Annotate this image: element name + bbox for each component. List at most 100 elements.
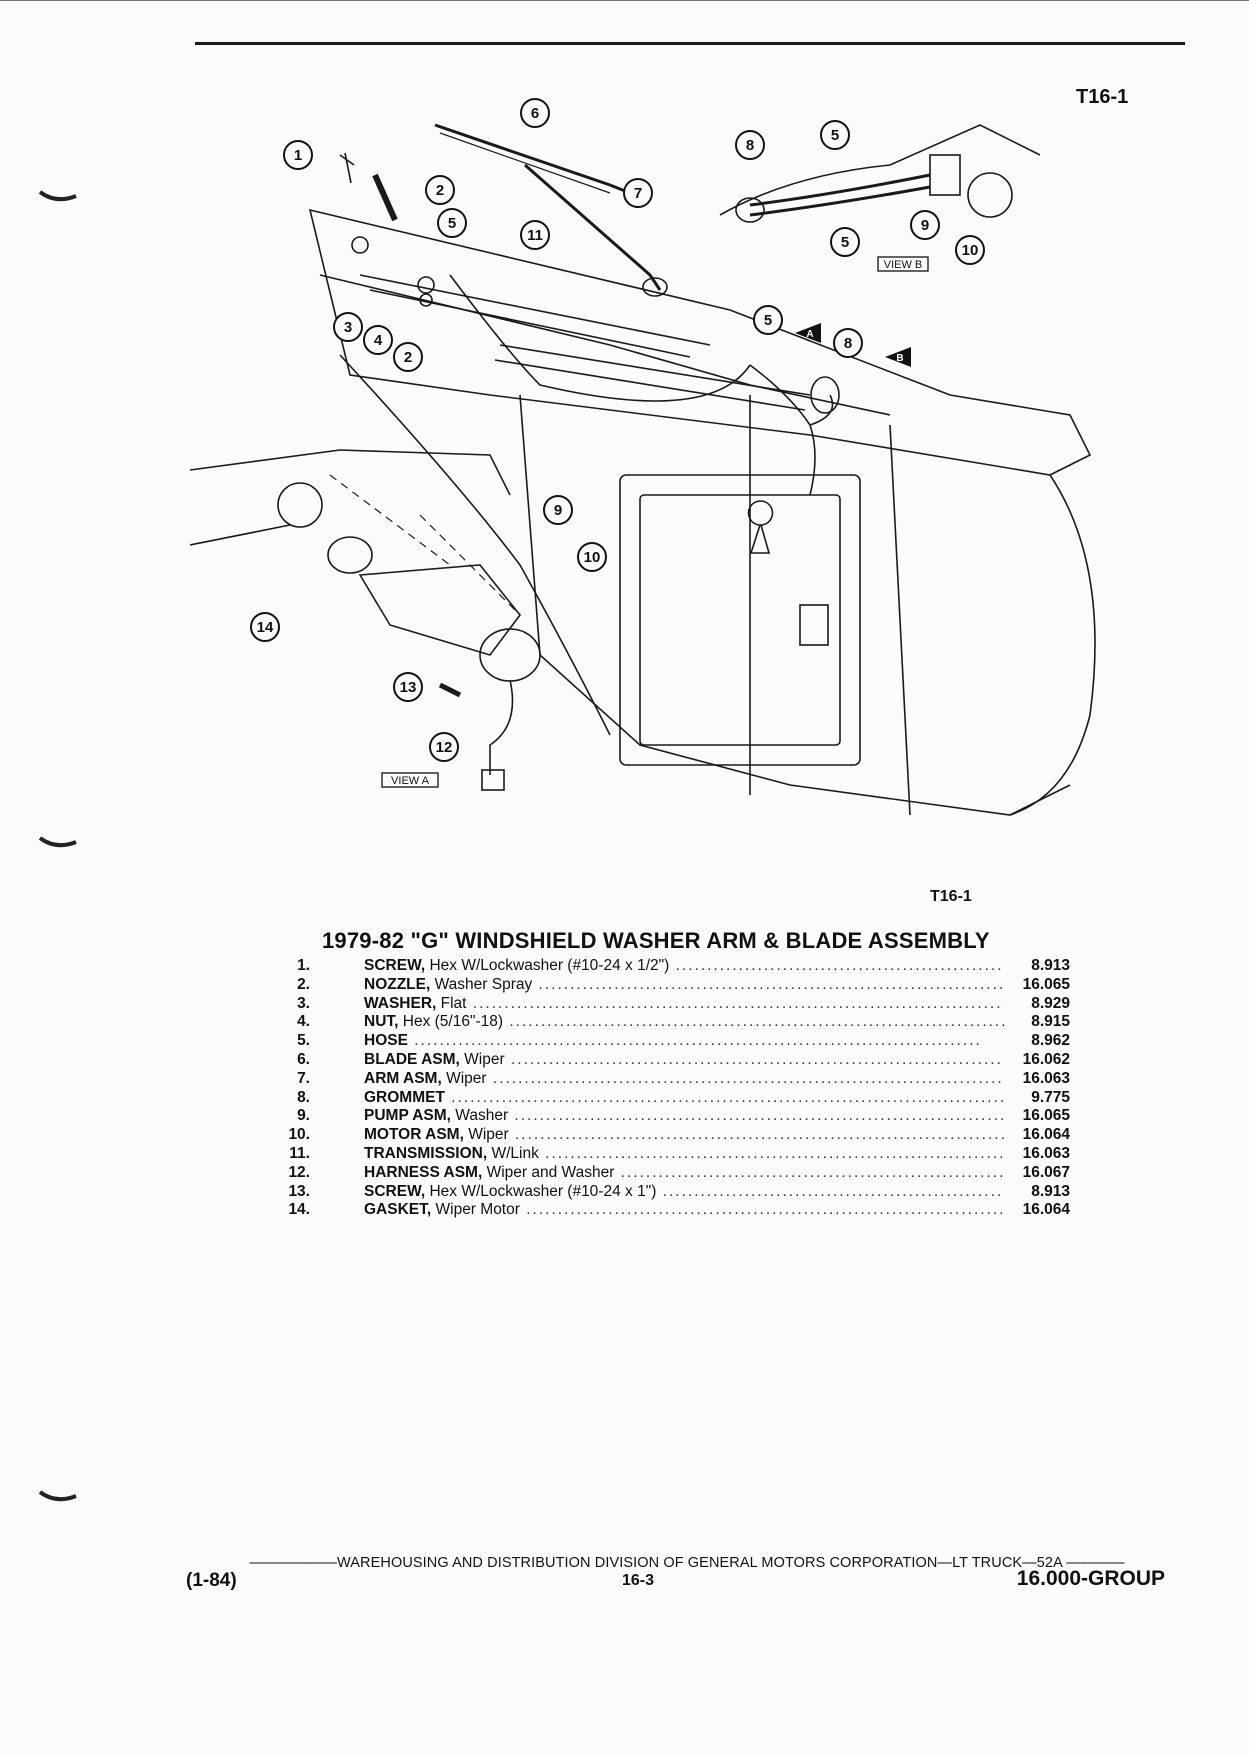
header-rule: [195, 42, 1185, 45]
transmission-link: [494, 344, 811, 411]
part-description: MOTOR ASM, Wiper .......................…: [364, 1126, 1004, 1144]
callout-10-viewa: 10: [577, 542, 607, 572]
callout-5: 5: [437, 208, 467, 238]
screw-13: [438, 682, 462, 698]
footer-page-number: 16-3: [621, 1572, 655, 1589]
part-name: HARNESS ASM,: [364, 1163, 483, 1181]
svg-text:5: 5: [841, 234, 849, 251]
exploded-diagram: 1 2 3 4 2 5 6 7 11 5 8 8 5 5 9 10 9 10 1…: [190, 98, 1096, 816]
part-detail: Wiper: [459, 1050, 505, 1068]
callout-9-viewb: 9: [910, 210, 940, 240]
part-description: PUMP ASM, Washer .......................…: [364, 1107, 1004, 1125]
svg-text:14: 14: [257, 619, 274, 636]
leader-dots: ........................................…: [662, 1182, 1004, 1200]
svg-text:9: 9: [554, 502, 562, 519]
nozzle-part: [372, 173, 398, 222]
part-name: NUT,: [364, 1013, 399, 1031]
part-detail: Wiper: [463, 1126, 509, 1144]
part-name: HOSE: [364, 1032, 408, 1050]
svg-text:9: 9: [921, 217, 929, 234]
part-group-number: 8.913: [1031, 1182, 1070, 1200]
footer-division-line: ——————WAREHOUSING AND DISTRIBUTION DIVIS…: [249, 1555, 1125, 1571]
part-description: HOSE ...................................…: [364, 1032, 1004, 1050]
part-name: MOTOR ASM,: [364, 1126, 464, 1144]
svg-text:13: 13: [400, 679, 417, 696]
svg-text:1: 1: [294, 147, 302, 164]
wiper-arm: [524, 163, 662, 291]
part-description: HARNESS ASM, Wiper and Washer ..........…: [364, 1164, 1004, 1182]
svg-text:11: 11: [527, 227, 543, 244]
grommet-part: [810, 376, 840, 414]
part-row: 7.ARM ASM, Wiper .......................…: [280, 1070, 1070, 1089]
part-number: 6.: [297, 1050, 310, 1068]
part-group-number: 16.065: [1022, 975, 1070, 993]
part-detail: Hex W/Lockwasher (#10-24 x 1/2"): [425, 957, 670, 974]
part-name: GROMMET: [364, 1088, 445, 1106]
part-row: 5.HOSE .................................…: [280, 1032, 1070, 1051]
part-detail: Wiper: [441, 1069, 487, 1087]
leader-dots: ........................................…: [514, 1107, 1004, 1125]
svg-text:A: A: [806, 329, 813, 340]
access-panel: [619, 474, 861, 766]
callout-10-viewb: 10: [955, 235, 985, 265]
part-name: ARM ASM,: [364, 1069, 442, 1087]
footer-date: (1-84): [186, 1570, 237, 1591]
part-row: 4.NUT, Hex (5/16"-18) ..................…: [280, 1013, 1070, 1032]
svg-text:4: 4: [374, 332, 383, 349]
part-description: WASHER, Flat ...........................…: [364, 995, 1004, 1013]
part-group-number: 16.062: [1022, 1050, 1070, 1068]
part-row: 1.SCREW, Hex W/Lockwasher (#10-24 x 1/2"…: [280, 957, 1070, 976]
callout-12: 12: [429, 732, 459, 762]
part-number: 11.: [289, 1144, 310, 1162]
part-description: SCREW, Hex W/Lockwasher (#10-24 x 1/2") …: [364, 957, 1004, 975]
svg-text:12: 12: [436, 739, 453, 756]
leader-dots: ........................................…: [466, 994, 1004, 1012]
part-description: ARM ASM, Wiper .........................…: [364, 1070, 1004, 1088]
svg-text:2: 2: [436, 182, 444, 199]
callout-4: 4: [363, 325, 393, 355]
svg-text:VIEW A: VIEW A: [391, 775, 430, 787]
part-group-number: 16.065: [1022, 1107, 1070, 1125]
part-group-number: 9.775: [1031, 1088, 1070, 1106]
svg-text:6: 6: [531, 105, 539, 122]
part-row: 6. BLADE ASM, Wiper .....................…: [280, 1051, 1070, 1070]
callout-6: 6: [520, 98, 550, 128]
motor-bracket: [358, 564, 522, 656]
part-number: 14.: [288, 1201, 310, 1219]
callout-5-viewb: 5: [820, 120, 850, 150]
part-row: 3. WASHER, Flat .........................…: [280, 995, 1070, 1014]
part-detail: Wiper Motor: [431, 1201, 520, 1219]
part-number: 9.: [297, 1107, 310, 1125]
footer-division-text: WAREHOUSING AND DISTRIBUTION DIVISION OF…: [337, 1555, 1063, 1571]
part-detail: Washer Spray: [430, 975, 533, 993]
part-name: SCREW,: [364, 1182, 426, 1200]
part-group-number: 8.915: [1031, 1013, 1070, 1031]
part-row: 2.NOZZLE, Washer Spray .................…: [280, 976, 1070, 995]
part-row: 8.GROMMET ..............................…: [280, 1089, 1070, 1108]
gasket-part: [327, 536, 373, 574]
callout-13: 13: [393, 672, 423, 702]
callout-2: 2: [425, 175, 455, 205]
callout-1: 1: [283, 140, 313, 170]
svg-text:10: 10: [584, 549, 601, 566]
part-description: BLADE ASM, Wiper .......................…: [364, 1051, 1004, 1069]
keyhole: [747, 500, 774, 554]
leader-dots: ........................................…: [509, 1013, 1004, 1031]
part-name: NOZZLE,: [364, 975, 431, 993]
part-number: 10.: [288, 1126, 310, 1144]
svg-text:3: 3: [344, 319, 352, 336]
leader-dots: ........................................…: [620, 1163, 1004, 1181]
leader-dots: ........................................…: [538, 975, 1004, 993]
part-detail: W/Link: [487, 1144, 539, 1162]
arrow-a-marker: A: [795, 323, 821, 343]
part-group-number: 16.063: [1022, 1069, 1070, 1087]
part-number: 3.: [297, 994, 310, 1012]
part-description: TRANSMISSION, W/Link ...................…: [364, 1145, 1004, 1163]
part-group-number: 16.063: [1022, 1144, 1070, 1162]
part-detail: Washer: [450, 1107, 509, 1125]
wiper-blade: [434, 123, 636, 197]
part-row: 9. PUMP ASM, Washer .....................…: [280, 1107, 1070, 1126]
part-name: PUMP ASM,: [364, 1107, 451, 1125]
binder-mark-icon: [38, 1490, 77, 1502]
harness-wire: [489, 679, 514, 775]
